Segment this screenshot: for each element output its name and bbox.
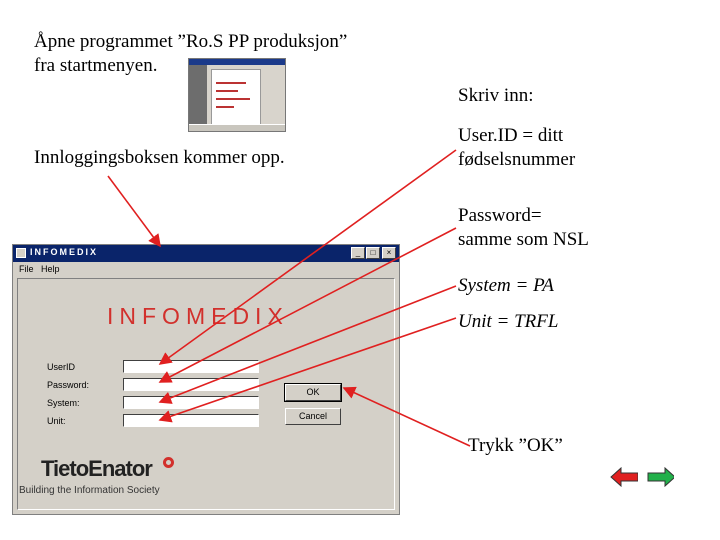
ok-button[interactable]: OK [284, 383, 342, 402]
login-window: INFOMEDIX _ □ × File Help INFOMEDIX User… [12, 244, 400, 515]
arrow-to-userid [158, 149, 457, 365]
instruction-unit: Unit = TRFL [458, 311, 559, 332]
step1-line1: Åpne programmet ”Ro.S PP produksjon” [34, 31, 348, 52]
close-button[interactable]: × [382, 247, 396, 259]
unit-input[interactable] [123, 414, 259, 427]
instruction-userid-line2: fødselsnummer [458, 149, 576, 170]
arrow-to-titlebar [107, 175, 161, 248]
menu-help[interactable]: Help [41, 264, 60, 274]
instruction-ok: Trykk ”OK” [468, 435, 563, 456]
menu-file[interactable]: File [19, 264, 34, 274]
minimize-button[interactable]: _ [351, 247, 365, 259]
app-icon [16, 248, 26, 258]
instruction-password-line1: Password= [458, 205, 542, 226]
password-label: Password: [47, 380, 90, 390]
instruction-system: System = PA [458, 275, 554, 296]
userid-label: UserID [47, 362, 76, 372]
brand-tagline: Building the Information Society [19, 485, 160, 496]
step2-text: Innloggingsboksen kommer opp. [34, 147, 285, 168]
step1-text: Åpne programmet ”Ro.S PP produksjon” fra… [34, 30, 347, 78]
arrow-to-password [158, 227, 457, 383]
cancel-button[interactable]: Cancel [285, 408, 341, 425]
system-label: System: [47, 398, 80, 408]
tietoenator-mark-icon [163, 457, 174, 468]
window-titlebar[interactable]: INFOMEDIX _ □ × [13, 245, 399, 262]
instruction-userid-line1: User.ID = ditt [458, 125, 564, 146]
instruction-password-line2: samme som NSL [458, 229, 589, 250]
step1-line2: fra startmenyen. [34, 55, 158, 76]
window-title: INFOMEDIX [30, 247, 99, 257]
instruction-password: Password= samme som NSL [458, 204, 589, 252]
start-menu-screenshot [188, 58, 286, 132]
forward-arrow-icon[interactable] [646, 467, 674, 487]
tietoenator-logo: TietoEnator [41, 456, 153, 481]
maximize-button[interactable]: □ [366, 247, 380, 259]
instruction-userid: User.ID = ditt fødselsnummer [458, 124, 575, 172]
unit-label: Unit: [47, 416, 66, 426]
menu-bar: File Help [13, 262, 399, 277]
arrow-to-system [158, 285, 457, 404]
arrow-to-unit [158, 317, 457, 423]
instruction-header: Skriv inn: [458, 85, 534, 106]
back-arrow-icon[interactable] [610, 467, 638, 487]
login-panel [17, 278, 395, 510]
infomedix-logo: INFOMEDIX [107, 303, 289, 329]
arrow-to-ok [342, 386, 471, 447]
